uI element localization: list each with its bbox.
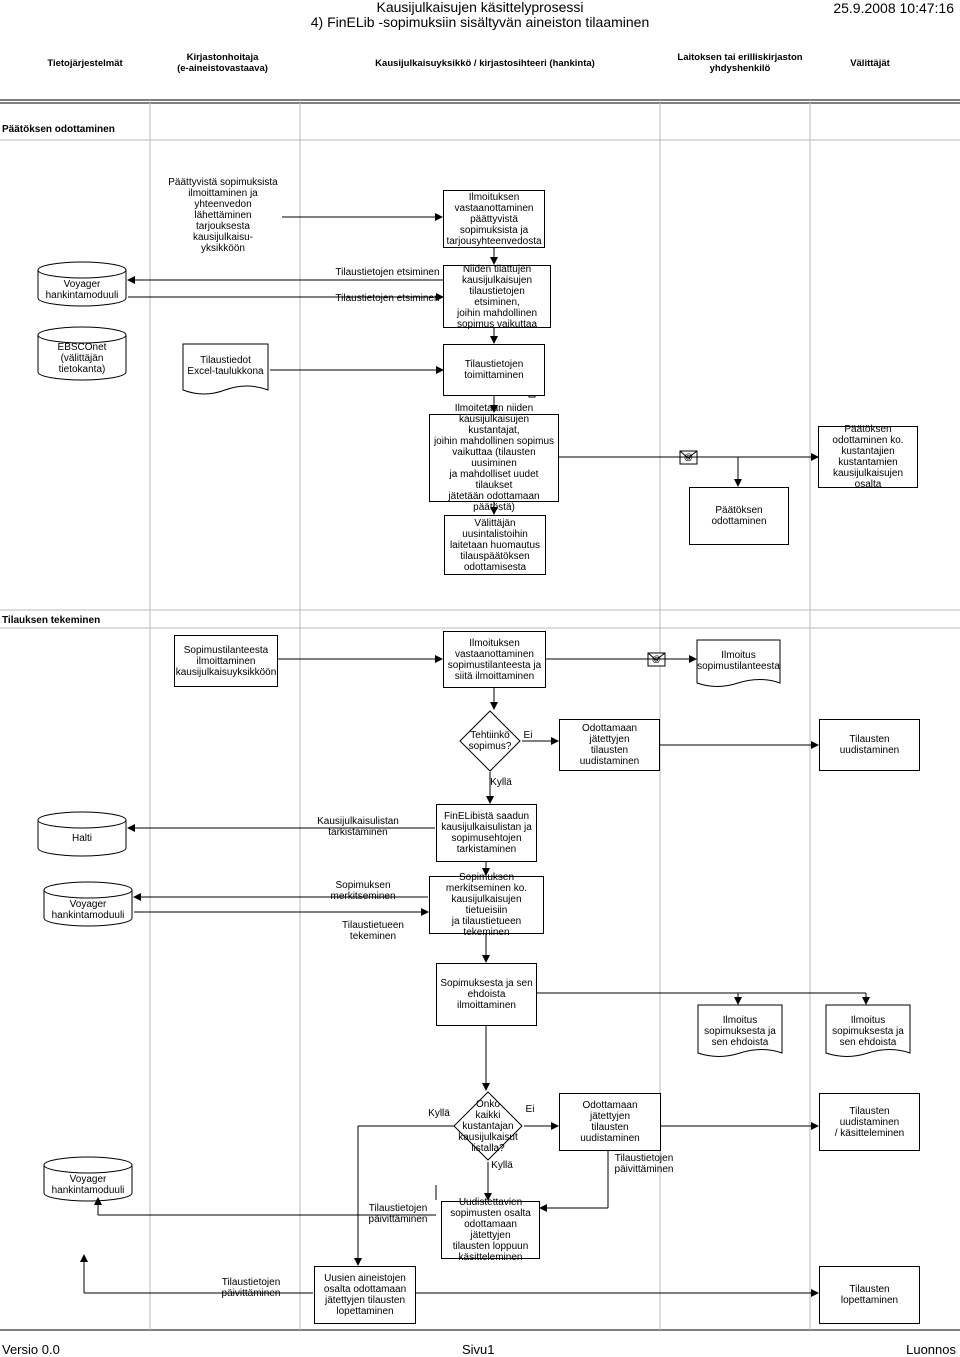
- datetime: 25.9.2008 10:47:16: [833, 0, 954, 16]
- doc-contract-status-notice: Ilmoitus sopimustilanteesta: [697, 650, 780, 672]
- edge-label-yes-2: Kyllä: [428, 1108, 450, 1119]
- edge-label-check-list: Kausijulkaisulistan tarkistaminen: [317, 816, 399, 838]
- edge-label-update-2: Tilaustietojen päivittäminen: [368, 1203, 428, 1225]
- edge-label-yes-1: Kyllä: [490, 777, 512, 788]
- email-icon: @: [651, 654, 662, 664]
- step-cancel-new-resources: Uusien aineistojen osalta odottamaan jät…: [314, 1266, 416, 1324]
- edge-label-search-2: Tilaustietojen etsiminen: [335, 293, 440, 304]
- decision-all-publications-listed: Onko kaikki kustantajan kausijulkaisut l…: [458, 1098, 518, 1154]
- step-notify-ending-contracts: Päättyvistä sopimuksista ilmoittaminen j…: [164, 175, 282, 255]
- lane-header-agents: Välittäjät: [850, 58, 890, 69]
- edge-label-no-2: Ei: [525, 1104, 535, 1115]
- diagram-subtitle: 4) FinELib -sopimuksiin sisältyvän ainei…: [310, 14, 650, 30]
- db-voyager-acquisitions-3: Voyager hankintamoduuli: [51, 1174, 125, 1196]
- step-agent-renewal-note: Välittäjän uusintalistoihin laitetaan hu…: [444, 515, 546, 575]
- step-pending-renewal-1: Odottamaan jätettyjen tilausten uudistam…: [559, 719, 660, 771]
- step-receive-contract-status: Ilmoituksen vastaanottaminen sopimustila…: [443, 631, 546, 688]
- step-renew-orders-1: Tilausten uudistaminen: [819, 719, 920, 771]
- step-notify-contract-status: Sopimustilanteesta ilmoittaminen kausiju…: [174, 635, 278, 687]
- db-voyager-acquisitions-1: Voyager hankintamoduuli: [45, 279, 119, 301]
- step-deliver-order-data: Tilaustietojen toimittaminen: [443, 344, 545, 396]
- edge-label-mark-contract: Sopimuksen merkitseminen: [330, 880, 396, 902]
- email-icon: @: [683, 452, 694, 462]
- diagram-title: Kausijulkaisujen käsittelyprosessi: [376, 0, 584, 15]
- footer-page: Sivu1: [462, 1342, 495, 1357]
- step-await-decision-publishers: Päätöksen odottaminen ko. kustantajien k…: [818, 424, 918, 490]
- step-receive-notice: Ilmoituksen vastaanottaminen päättyvistä…: [443, 190, 545, 248]
- lane-header-systems: Tietojärjestelmät: [47, 58, 123, 69]
- step-check-finelib-list: FinELibistä saadun kausijulkaisulistan j…: [436, 804, 537, 862]
- doc-contract-terms-notice-1: Ilmoitus sopimuksesta ja sen ehdoista: [704, 1014, 776, 1048]
- step-notify-contract-terms: Sopimuksesta ja sen ehdoista ilmoittamin…: [436, 963, 537, 1026]
- db-ebsconet: EBSCOnet (välittäjän tietokanta): [57, 341, 107, 375]
- step-cancel-orders: Tilausten lopettaminen: [819, 1266, 920, 1324]
- step-notify-publishers: Ilmoitetaan niiden kausijulkaisujen kust…: [429, 403, 559, 513]
- lane-header-department: Laitoksen tai erilliskirjaston yhdyshenk…: [677, 52, 803, 74]
- edge-label-search-1: Tilaustietojen etsiminen: [335, 267, 440, 278]
- db-voyager-acquisitions-2: Voyager hankintamoduuli: [51, 899, 125, 921]
- lane-header-librarian: Kirjastonhoitaja (e-aineistovastaava): [177, 52, 268, 74]
- db-halti: Halti: [71, 832, 92, 844]
- step-finish-pending-renewals: Uudistettavien sopimusten osalta odottam…: [441, 1197, 540, 1263]
- edge-label-create-record: Tilaustietueen tekeminen: [342, 920, 404, 942]
- doc-order-data-excel: Tilaustiedot Excel-taulukkona: [187, 355, 264, 377]
- section-decision-waiting: Päätöksen odottaminen: [2, 124, 115, 135]
- edge-label-update-1: Tilaustietojen päivittäminen: [614, 1153, 674, 1175]
- edge-label-update-3: Tilaustietojen päivittäminen: [221, 1277, 281, 1299]
- doc-contract-terms-notice-2: Ilmoitus sopimuksesta ja sen ehdoista: [832, 1014, 904, 1048]
- lane-header-serials-unit: Kausijulkaisuyksikkö / kirjastosihteeri …: [375, 58, 595, 69]
- step-mark-contract: Sopimuksen merkitseminen ko. kausijulkai…: [429, 872, 544, 938]
- step-pending-renewal-2: Odottamaan jätettyjen tilausten uudistam…: [559, 1093, 661, 1151]
- section-order-making: Tilauksen tekeminen: [2, 615, 101, 626]
- edge-label-no-1: Ei: [523, 730, 533, 741]
- edge-label-yes-3: Kyllä: [491, 1160, 513, 1171]
- step-await-decision: Päätöksen odottaminen: [689, 487, 789, 545]
- footer-status: Luonnos: [906, 1342, 956, 1357]
- decision-contract-made: Tehtiinkö sopimus?: [468, 730, 512, 752]
- step-search-order-data: Niiden tilattujen kausijulkaisujen tilau…: [443, 264, 551, 330]
- step-renew-process-orders: Tilausten uudistaminen / käsitteleminen: [819, 1093, 920, 1151]
- footer-version: Versio 0.0: [2, 1342, 60, 1357]
